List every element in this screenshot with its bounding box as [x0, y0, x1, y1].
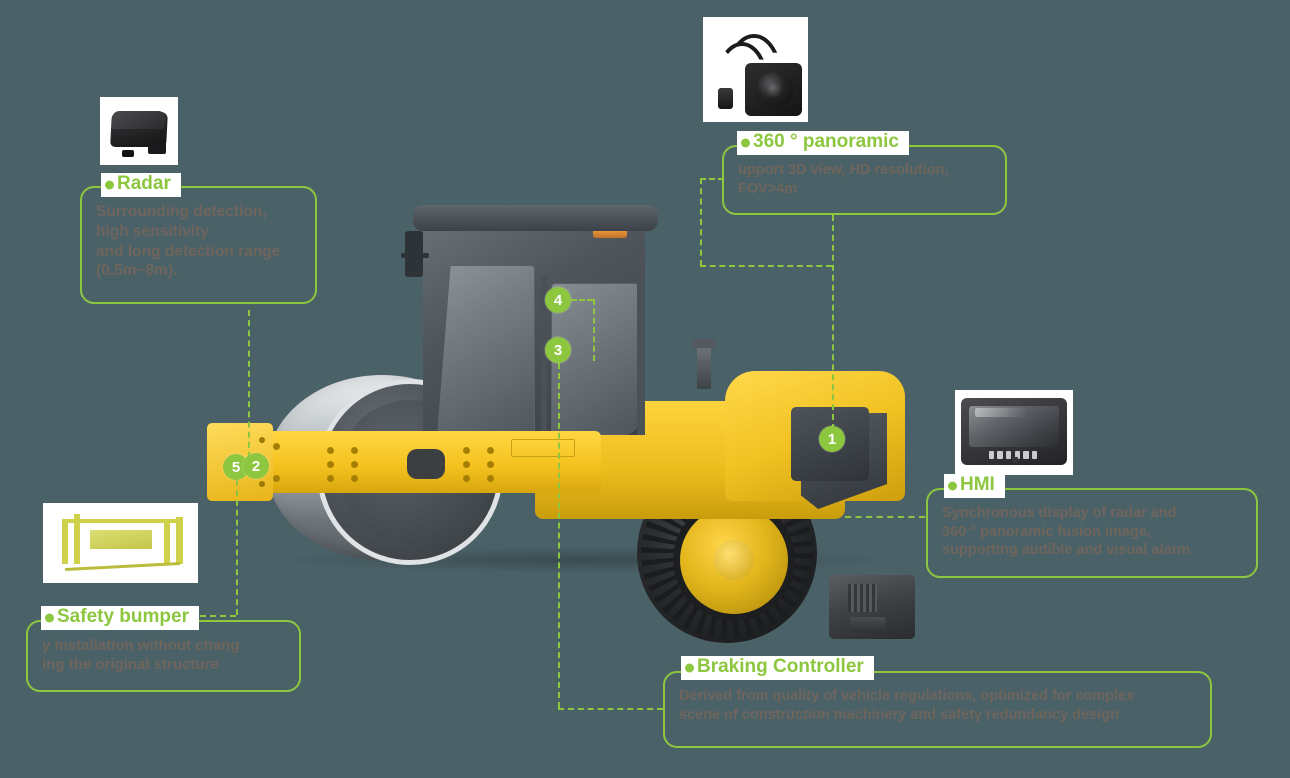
marker-5-label: 5 — [231, 458, 241, 476]
panoramic-camera-thumbnail — [703, 17, 808, 122]
beacon-light-rear — [593, 229, 627, 238]
marker-1[interactable]: 1 — [819, 426, 845, 452]
callout-hmi-title[interactable]: HMI — [944, 474, 1005, 498]
callout-bumper-body: y installation without chang ing the ori… — [42, 637, 240, 674]
marker-2-label: 2 — [251, 457, 261, 475]
connector-4-a — [571, 299, 593, 301]
callout-braking-title-text: Braking Controller — [697, 656, 864, 677]
marker-4[interactable]: 4 — [545, 287, 571, 313]
frame-label-plate — [511, 439, 575, 457]
callout-braking-title[interactable]: Braking Controller — [681, 656, 874, 680]
marker-2[interactable]: 2 — [243, 453, 269, 479]
connector-4-b — [593, 299, 595, 361]
bumper-rail-top — [61, 519, 180, 523]
camera-connector — [717, 88, 734, 110]
callout-hmi-title-text: HMI — [960, 474, 995, 495]
bumper-post-right2 — [176, 517, 183, 564]
marker-3-label: 3 — [553, 341, 563, 359]
frame-access-port — [407, 449, 445, 479]
callout-radar-title-text: Radar — [117, 173, 171, 194]
front-frame-arm — [211, 431, 601, 493]
connector-3-a — [558, 363, 560, 708]
controller-plate — [849, 617, 886, 632]
marker-1-label: 1 — [827, 430, 837, 448]
connector-1-c — [700, 178, 702, 266]
callout-panoramic-title-text: 360 ° panoramic — [753, 131, 899, 152]
controller-housing — [828, 575, 916, 639]
windshield — [437, 265, 535, 435]
callout-hmi[interactable]: Synchronous display of radar and 360 ° p… — [926, 488, 1258, 578]
hmi-buttons — [988, 451, 1038, 460]
braking-controller-thumbnail — [823, 568, 921, 646]
bumper-post-left2 — [74, 514, 81, 564]
connector-2-a — [236, 480, 238, 615]
bumper-post-left — [61, 519, 68, 564]
callout-bumper[interactable]: y installation without chang ing the ori… — [26, 620, 301, 692]
connector-1-a — [832, 215, 834, 430]
camera-cable-1 — [726, 33, 783, 78]
callout-hmi-body: Synchronous display of radar and 360 ° p… — [942, 505, 1191, 559]
operator-cab — [423, 213, 645, 435]
callout-braking-body: Derived from quality of vehicle regulati… — [679, 688, 1135, 723]
connector-2-b — [200, 615, 236, 617]
safety-bumper-thumbnail — [43, 503, 198, 583]
radar-module-thumbnail — [100, 97, 178, 165]
cab-c-pillar — [637, 273, 645, 435]
marker-3[interactable]: 3 — [545, 337, 571, 363]
bullet-dot-icon — [741, 138, 750, 148]
hmi-bezel — [960, 397, 1068, 465]
bumper-center-panel — [89, 530, 152, 550]
bullet-dot-icon — [948, 481, 957, 491]
bullet-dot-icon — [105, 180, 114, 190]
connector-3-b — [558, 708, 663, 710]
hmi-stand — [1011, 457, 1019, 464]
callout-radar[interactable]: Surrounding detection, high sensitivity … — [80, 186, 317, 304]
bullet-dot-icon — [45, 613, 54, 623]
callout-radar-body: Surrounding detection, high sensitivity … — [96, 203, 281, 280]
callout-panoramic-body: upport 3D view, HD resolution, FOV>4m — [738, 162, 949, 197]
wheel-hub — [714, 540, 754, 580]
cab-b-pillar — [541, 275, 547, 435]
exhaust-pipe — [697, 345, 711, 389]
callout-radar-title[interactable]: Radar — [101, 173, 181, 197]
callout-panoramic-title[interactable]: 360 ° panoramic — [737, 131, 909, 155]
hmi-display-thumbnail — [955, 390, 1073, 475]
marker-4-label: 4 — [553, 291, 563, 309]
callout-panoramic[interactable]: upport 3D view, HD resolution, FOV>4m — [722, 145, 1007, 215]
cab-roof — [413, 205, 658, 231]
bumper-rail-bottom — [64, 562, 180, 572]
callout-braking[interactable]: Derived from quality of vehicle regulati… — [663, 671, 1212, 748]
mirror-arm — [401, 253, 429, 258]
bullet-dot-icon — [685, 663, 694, 673]
controller-heatsink — [847, 583, 878, 613]
hmi-screen — [969, 405, 1059, 448]
connector-5-a — [248, 310, 250, 458]
hmi-glare — [974, 408, 1027, 418]
connector-1-d — [700, 178, 724, 180]
connector-1-b — [700, 265, 832, 267]
callout-bumper-title[interactable]: Safety bumper — [41, 606, 199, 630]
exhaust-cap — [692, 339, 716, 348]
connector-hmi — [845, 516, 925, 518]
callout-bumper-title-text: Safety bumper — [57, 606, 189, 627]
bumper-post-right — [163, 520, 171, 564]
camera-cable-2 — [715, 42, 768, 82]
